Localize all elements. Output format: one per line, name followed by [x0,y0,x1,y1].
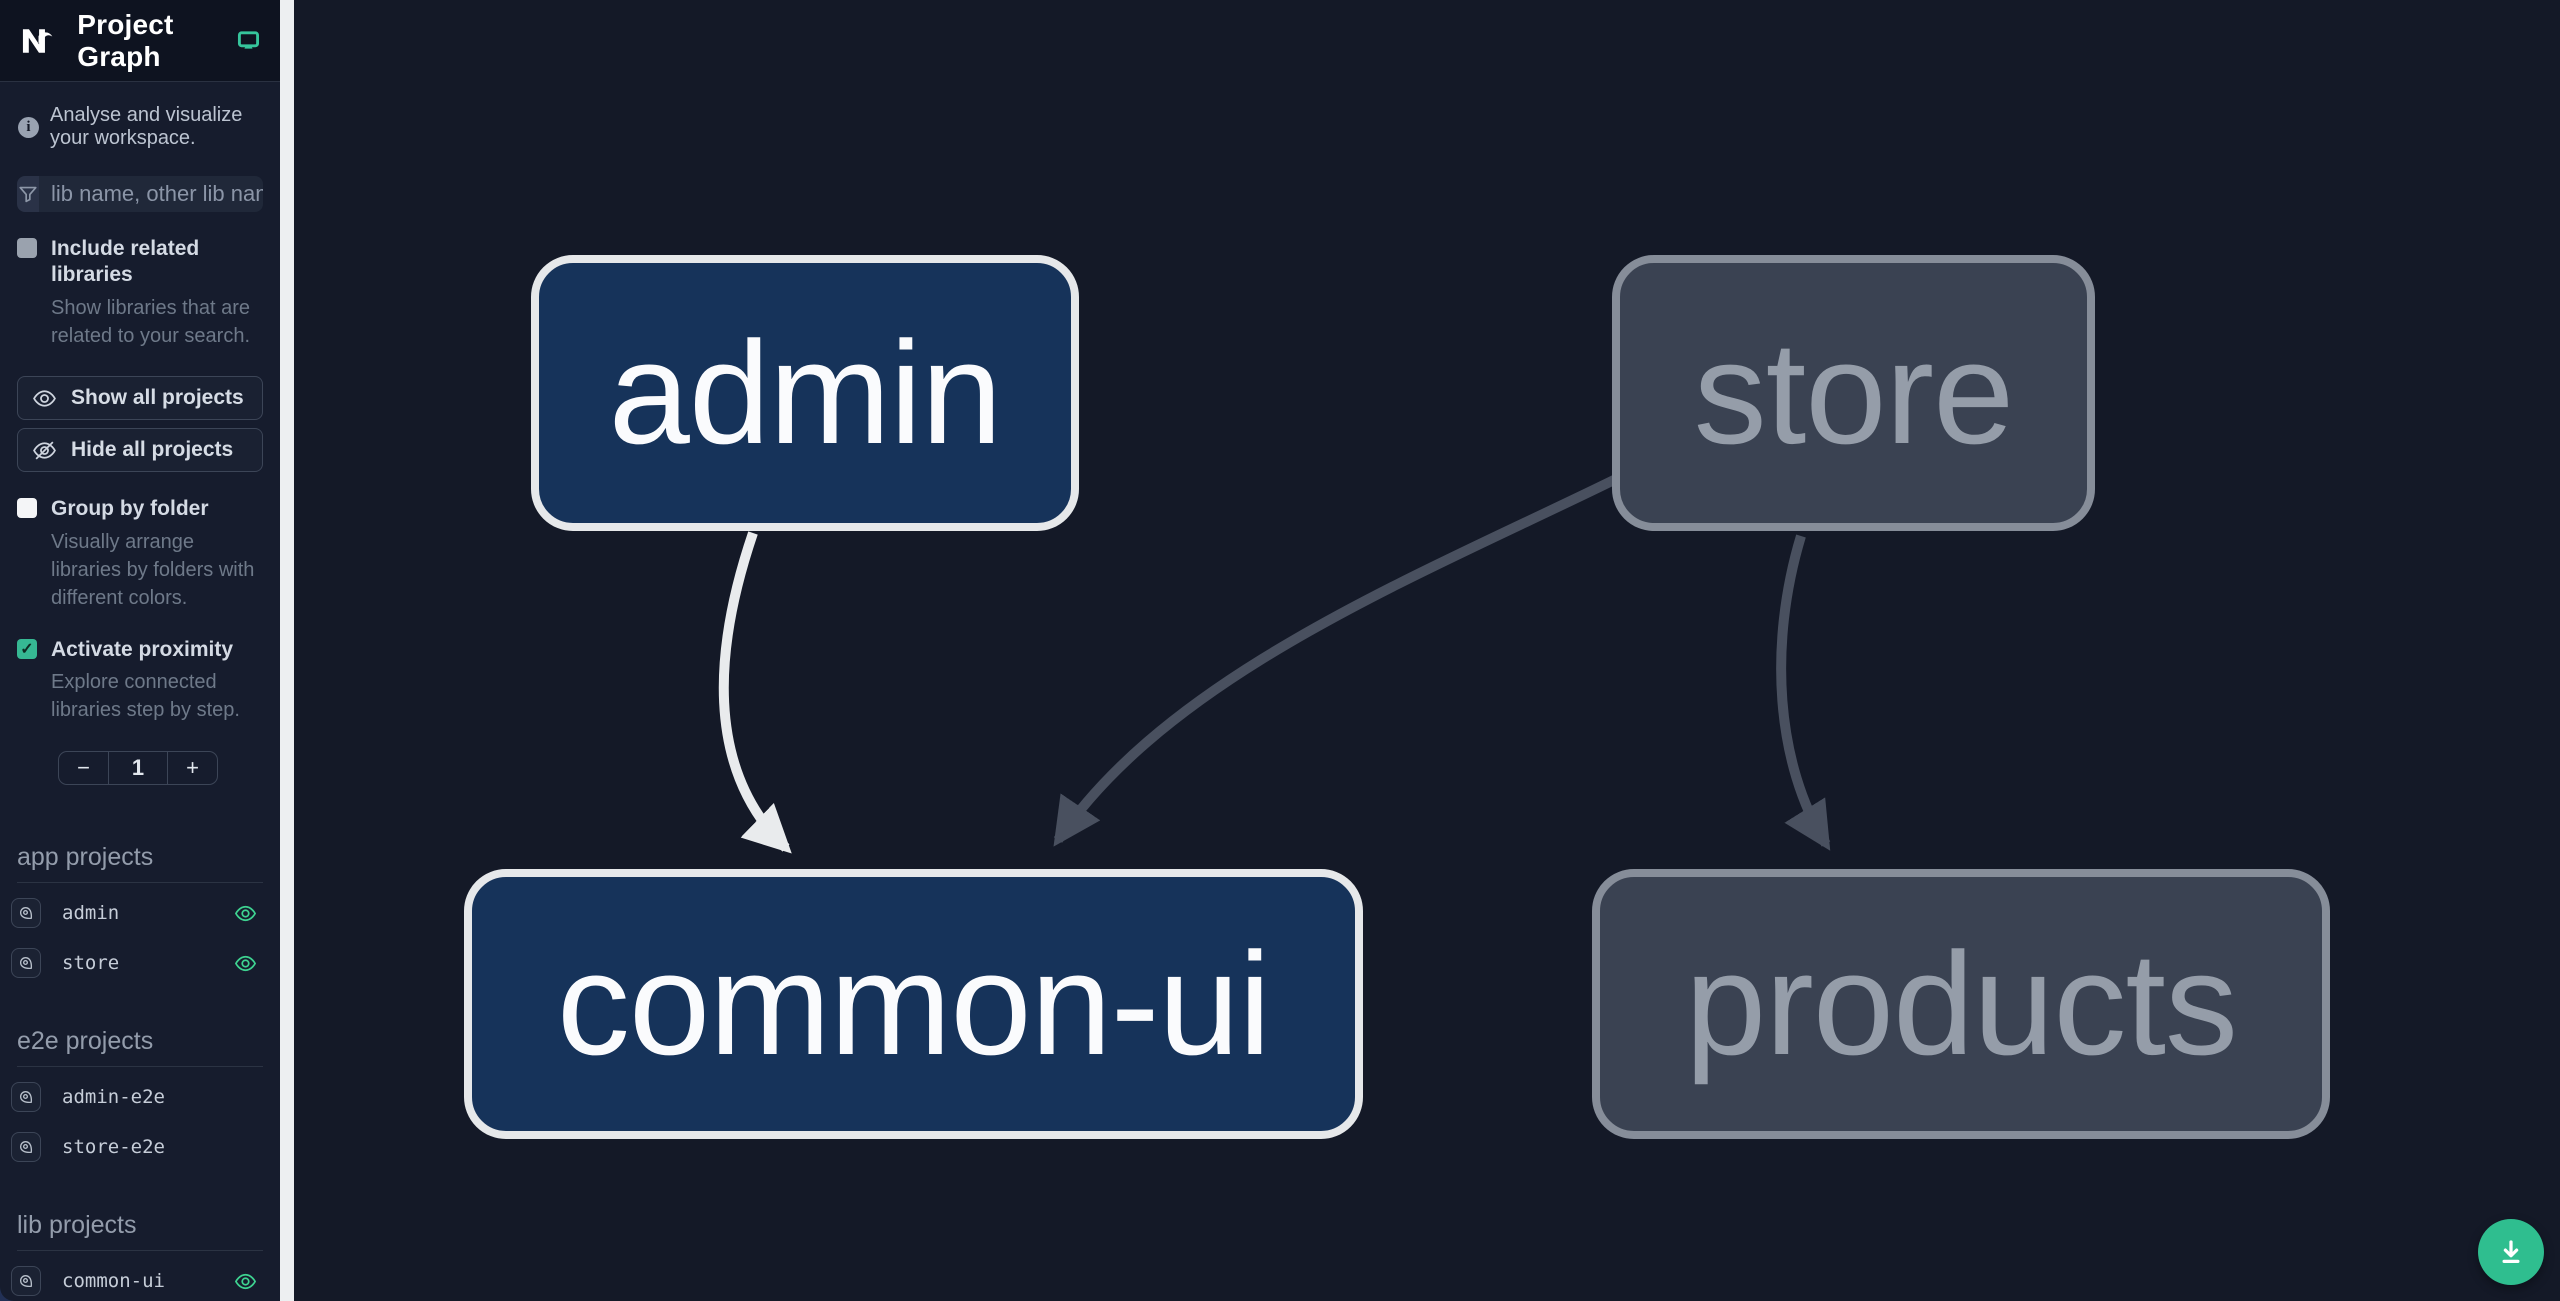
include-related-checkbox[interactable] [17,238,37,259]
project-name: store-e2e [62,1136,165,1159]
filter-funnel-icon [17,176,39,213]
toggle-visibility-button[interactable] [234,952,257,975]
project-row-admin: admin [11,893,263,933]
project-section-heading: app projects [17,843,263,884]
visibility-eye-icon [234,1273,257,1289]
project-row-common-ui: common-ui [11,1261,263,1301]
project-section-heading: lib projects [17,1211,263,1252]
group-by-folder-option[interactable]: Group by folder Visually arrange librari… [17,496,263,612]
focus-pin-icon [19,906,32,919]
show-all-projects-button[interactable]: Show all projects [17,376,263,421]
project-name: store [62,952,120,975]
graph-edge-store-products[interactable] [1776,534,1831,851]
sidebar: Project Graph i Analyse and visualize yo… [0,0,280,1301]
activate-proximity-option[interactable]: ✓ Activate proximity Explore connected l… [17,637,263,725]
graph-edge-store-common-ui[interactable] [1053,473,1621,847]
eye-icon [33,390,56,407]
toggle-visibility-button[interactable] [234,1270,257,1293]
focus-pin-icon [19,1140,32,1153]
project-row-store-e2e: store-e2e [11,1127,263,1167]
project-list: app projects admin store e2e projects ad… [0,843,280,1301]
increment-button[interactable]: + [186,755,199,780]
project-row-admin-e2e: admin-e2e [11,1077,263,1117]
graph-edge-admin-common-ui[interactable] [718,531,792,854]
group-by-folder-description: Visually arrange libraries by folders wi… [51,530,255,610]
graph-node-common-ui[interactable]: common-ui [464,869,1363,1139]
focus-pin-icon [19,956,32,969]
info-icon: i [18,116,39,138]
project-name: admin [62,902,120,925]
activate-proximity-checkbox[interactable]: ✓ [17,638,37,659]
page-title: Project Graph [77,8,174,72]
graph-node-admin[interactable]: admin [531,255,1079,531]
focus-project-button[interactable] [11,1082,41,1113]
project-name: admin-e2e [62,1086,165,1109]
project-row-store: store [11,943,263,983]
focus-pin-icon [19,1090,32,1103]
project-name: common-ui [62,1270,165,1293]
sidebar-resize-handle[interactable] [280,0,294,1301]
include-related-option[interactable]: Include related libraries Show libraries… [17,236,263,350]
focus-project-button[interactable] [11,1132,41,1163]
project-section-heading: e2e projects [17,1027,263,1068]
visibility-eye-icon [234,955,257,971]
focus-project-button[interactable] [11,948,41,979]
include-related-label: Include related libraries [51,237,200,287]
nx-logo-icon [22,28,53,53]
focus-project-button[interactable] [11,1266,41,1297]
sidebar-header: Project Graph [0,0,280,82]
workspace-tagline-text: Analyse and visualize your workspace. [50,104,243,149]
group-by-folder-label: Group by folder [51,497,209,521]
workspace-tagline: i Analyse and visualize your workspace. [0,82,280,154]
include-related-description: Show libraries that are related to your … [51,296,250,347]
search-input[interactable] [39,176,263,213]
hide-all-projects-button[interactable]: Hide all projects [17,428,263,473]
download-icon [2502,1240,2520,1263]
toggle-visibility-button[interactable] [234,902,257,925]
visibility-eye-icon [234,905,257,921]
download-graph-button[interactable] [2478,1219,2544,1285]
group-by-folder-checkbox[interactable] [17,498,37,519]
monitor-icon[interactable] [237,26,260,56]
activate-proximity-description: Explore connected libraries step by step… [51,671,240,722]
focus-project-button[interactable] [11,898,41,929]
graph-node-products[interactable]: products [1592,869,2330,1139]
eye-slash-icon [33,441,56,460]
activate-proximity-label: Activate proximity [51,637,234,661]
decrement-button[interactable]: − [77,755,90,780]
project-filter [17,176,263,213]
show-all-projects-label: Show all projects [71,386,244,410]
proximity-depth-value: 1 [108,751,168,785]
graph-node-store[interactable]: store [1612,255,2095,531]
focus-pin-icon [19,1274,32,1287]
hide-all-projects-label: Hide all projects [71,438,234,462]
proximity-depth-stepper: − 1 + [58,750,218,786]
